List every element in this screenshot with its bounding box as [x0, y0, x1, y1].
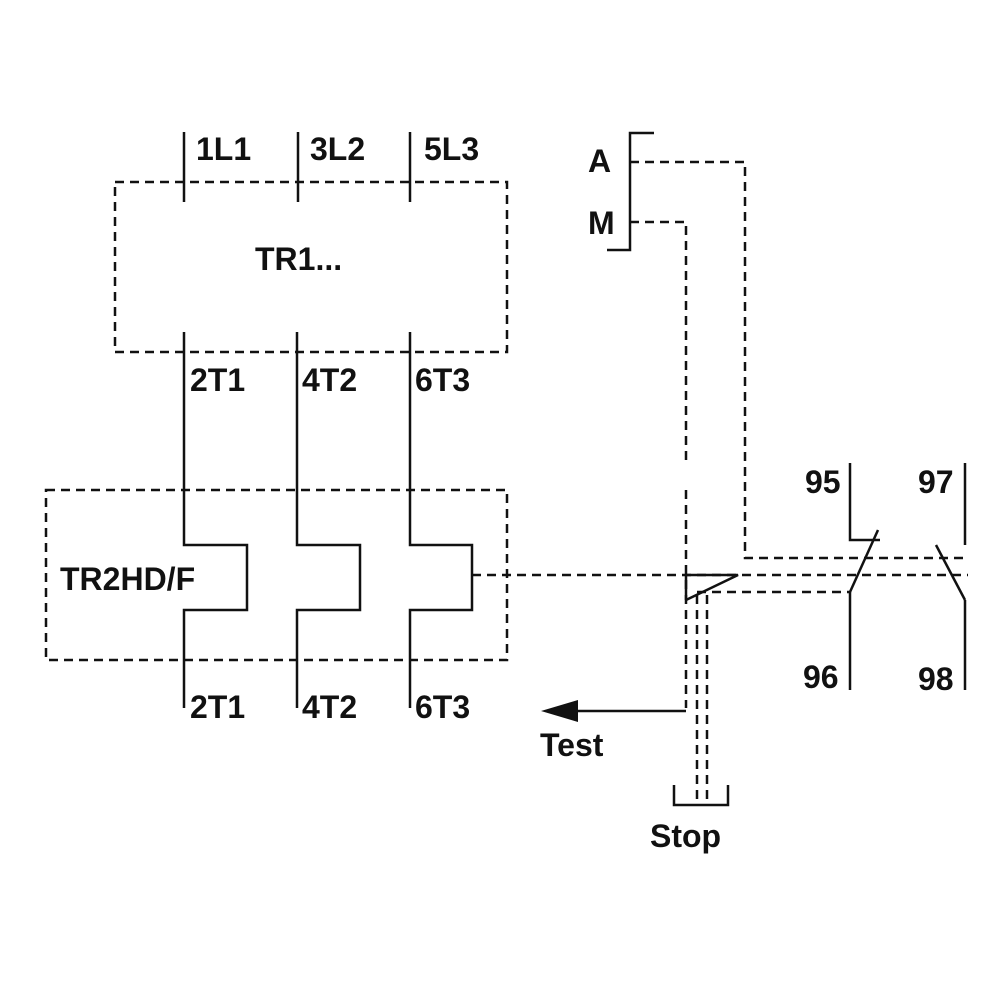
terminal-out-6T3: 6T3 [415, 689, 470, 725]
tr1-label: TR1... [255, 241, 342, 277]
contact-97-label: 97 [918, 464, 954, 500]
test-arrow-head [541, 700, 578, 722]
phase-conductor-3 [408, 332, 474, 708]
tr2hd-label: TR2HD/F [60, 561, 195, 597]
selector-a-label: A [588, 143, 611, 179]
no-contact-blade [934, 544, 967, 601]
phase-conductor-2 [295, 332, 362, 708]
auto-link [630, 160, 968, 560]
terminal-1L1: 1L1 [196, 131, 251, 167]
terminal-out-4T2: 4T2 [302, 689, 357, 725]
nc-contact-top [848, 463, 880, 542]
terminal-mid-2T1: 2T1 [190, 362, 245, 398]
contact-96-label: 96 [803, 659, 839, 695]
nc-contact-blade [848, 529, 880, 593]
terminal-3L2: 3L2 [310, 131, 365, 167]
terminal-mid-6T3: 6T3 [415, 362, 470, 398]
phase-conductor-1 [182, 332, 249, 708]
stop-label: Stop [650, 818, 721, 854]
contact-98-label: 98 [918, 661, 954, 697]
trip-latch [684, 573, 739, 602]
manual-link [630, 220, 688, 465]
selector-m-label: M [588, 205, 615, 241]
stop-button [672, 785, 730, 807]
tr1-housing [113, 180, 509, 354]
contact-95-label: 95 [805, 464, 841, 500]
terminal-out-2T1: 2T1 [190, 689, 245, 725]
terminal-5L3: 5L3 [424, 131, 479, 167]
selector-bracket [607, 131, 654, 252]
terminal-mid-4T2: 4T2 [302, 362, 357, 398]
test-label: Test [540, 727, 604, 763]
